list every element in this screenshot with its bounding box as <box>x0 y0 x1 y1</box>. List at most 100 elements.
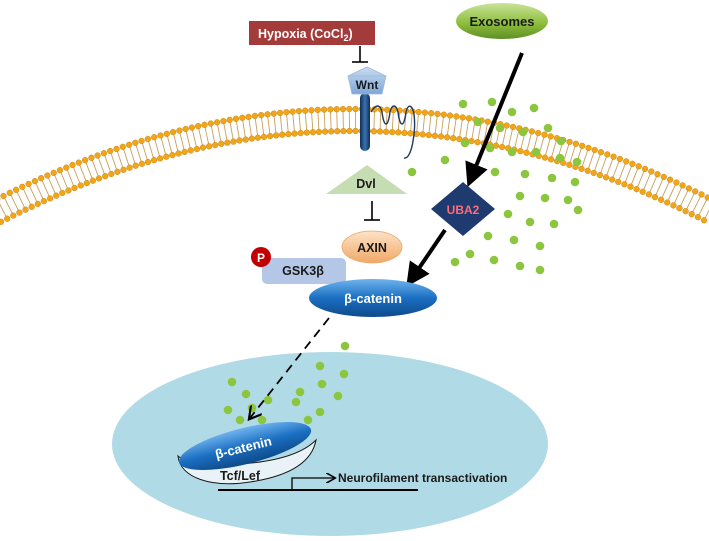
lipid-tail <box>458 117 464 140</box>
exosome-dot <box>570 177 580 187</box>
lipid-tail <box>128 144 137 166</box>
lipid-head <box>676 205 683 212</box>
lipid-head <box>456 136 463 143</box>
exosome-dot <box>333 391 343 401</box>
lipid-tail <box>623 163 633 185</box>
lipid-head <box>108 170 115 178</box>
transactivation-label: Neurofilament transactivation <box>338 471 507 485</box>
lipid-head <box>370 128 378 135</box>
lipid-head <box>239 114 246 121</box>
lipid-head <box>528 128 536 135</box>
lipid-head <box>220 117 227 125</box>
lipid-tail <box>21 186 33 207</box>
dvl-triangle <box>326 165 407 194</box>
lipid-head <box>314 106 321 114</box>
exosome-dot <box>489 255 499 265</box>
lipid-head <box>641 165 649 173</box>
lipid-head <box>254 134 262 141</box>
lipid-head <box>450 135 457 142</box>
lipid-head <box>88 154 95 161</box>
lipid-tail <box>648 174 658 195</box>
lipid-head <box>547 156 555 163</box>
lipid-tail <box>636 168 646 190</box>
lipid-tail <box>691 194 702 215</box>
lipid-tail <box>642 171 652 192</box>
beta-catenin-nucleus <box>178 422 312 470</box>
lipid-head <box>321 106 328 113</box>
exosome-dot <box>509 235 519 245</box>
exosomes-ellipse <box>456 3 548 39</box>
exosome-dot <box>529 103 539 113</box>
lipid-head <box>541 154 549 161</box>
lipid-head <box>578 165 585 172</box>
lipid-head <box>425 132 432 139</box>
lipid-head <box>428 110 435 117</box>
lipid-head <box>107 147 114 155</box>
exosome-dot <box>525 217 535 227</box>
beta-catenin-cytoplasm-label: β-catenin <box>344 291 402 306</box>
lipid-tail <box>3 195 14 216</box>
exosome-dot <box>531 147 541 157</box>
lipid-head <box>597 149 605 156</box>
exosome-dot <box>460 138 470 148</box>
lipid-head <box>585 144 592 152</box>
lipid-head <box>389 129 396 136</box>
lipid-head <box>230 138 237 145</box>
lipid-tail <box>292 111 296 134</box>
lipid-tail <box>329 109 332 132</box>
lipid-head <box>639 188 646 195</box>
lipid-head <box>309 129 317 136</box>
frizzled-receptor <box>360 93 416 159</box>
lipid-head <box>635 163 642 170</box>
lipid-head <box>440 111 447 118</box>
exosome-dot <box>495 123 505 133</box>
lipid-tail <box>78 162 88 184</box>
lipid-head <box>509 123 517 131</box>
lipid-head <box>75 159 82 166</box>
exosome-dot <box>235 415 245 425</box>
lipid-tail <box>685 191 696 212</box>
lipid-tail <box>59 170 69 191</box>
lipid-head <box>291 130 298 137</box>
lipid-tail <box>434 113 438 136</box>
lipid-tail <box>446 115 451 138</box>
lipid-tail <box>311 110 314 133</box>
gsk3b-label: GSK3β <box>282 264 324 278</box>
lipid-head <box>138 160 146 167</box>
lipid-head <box>126 141 133 148</box>
lipid-head <box>120 166 127 173</box>
exosome-dot <box>535 265 545 275</box>
tcf-lef-label: Tcf/Lef <box>220 469 261 483</box>
lipid-tail <box>72 164 82 186</box>
lipid-head <box>623 158 630 165</box>
lipid-tail <box>273 113 277 136</box>
lipid-head <box>40 198 48 205</box>
lipid-tail <box>581 147 589 169</box>
lipid-head <box>535 129 542 137</box>
lipid-tail <box>605 156 615 178</box>
lipid-tail <box>197 126 204 148</box>
lipid-head <box>523 149 530 156</box>
lipid-head <box>346 127 353 135</box>
nucleus <box>112 352 548 536</box>
lipid-tail <box>697 197 709 218</box>
lipid-head <box>657 196 665 203</box>
lipid-head <box>384 106 391 113</box>
lipid-head <box>251 112 259 120</box>
lipid-head <box>71 184 78 192</box>
lipid-head <box>608 176 616 183</box>
lipid-tail <box>116 148 124 170</box>
wnt-ligand <box>347 66 387 95</box>
lipid-head <box>633 186 640 193</box>
lipid-head <box>69 161 76 169</box>
lipid-tail <box>501 125 508 148</box>
exosome-dot <box>263 395 273 405</box>
lipid-head <box>664 199 671 206</box>
exosome-dot <box>543 123 553 133</box>
exosome-dot <box>247 403 257 413</box>
lipid-head <box>31 178 39 185</box>
lipid-head <box>0 218 5 225</box>
lipid-head <box>206 143 213 150</box>
lipid-tail <box>428 113 432 136</box>
lipid-head <box>16 209 23 216</box>
